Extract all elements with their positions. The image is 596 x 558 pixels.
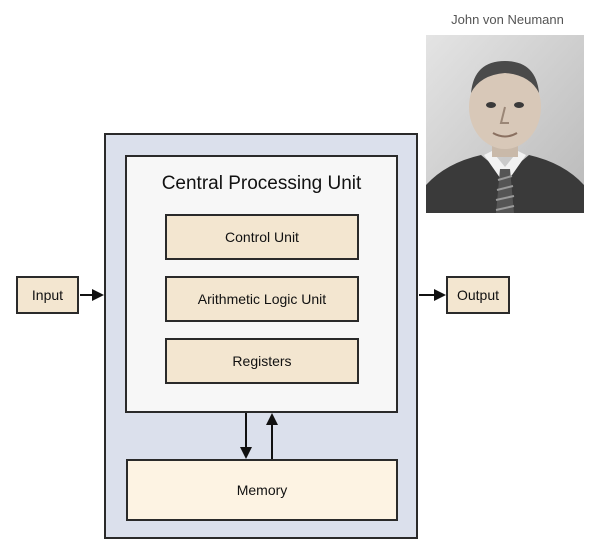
output-arrow bbox=[419, 289, 446, 301]
input-arrow bbox=[80, 289, 104, 301]
cpu-to-memory-arrow bbox=[240, 413, 252, 459]
alu-box: Arithmetic Logic Unit bbox=[165, 276, 359, 322]
control-unit-box: Control Unit bbox=[165, 214, 359, 260]
portrait-caption: John von Neumann bbox=[451, 12, 564, 27]
memory-to-cpu-arrow bbox=[266, 413, 278, 459]
memory-box: Memory bbox=[126, 459, 398, 521]
output-box: Output bbox=[446, 276, 510, 314]
portrait-illustration bbox=[426, 35, 584, 213]
registers-box: Registers bbox=[165, 338, 359, 384]
cpu-title: Central Processing Unit bbox=[161, 173, 362, 194]
portrait-photo bbox=[426, 35, 584, 213]
input-box: Input bbox=[16, 276, 79, 314]
